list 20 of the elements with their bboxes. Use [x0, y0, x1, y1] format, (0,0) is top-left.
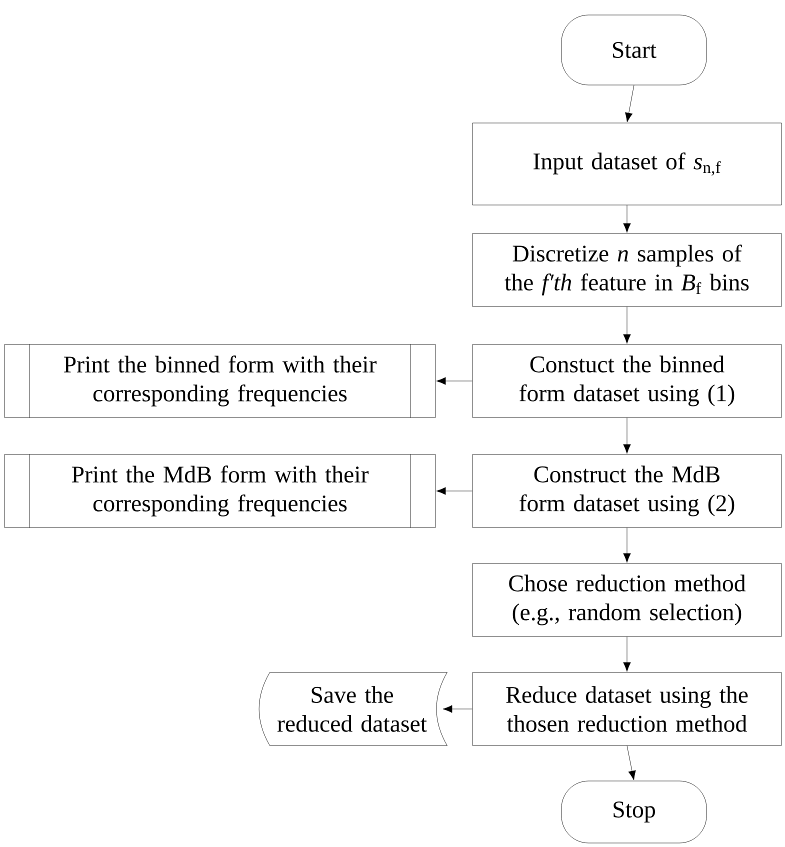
predefined-process-box: Print the MdB form with their corresponding frequencies — [4, 454, 436, 528]
arrow — [623, 528, 631, 563]
terminal-box: Stop — [561, 780, 707, 844]
process-box: Reduce dataset using the thosen reduction method — [472, 672, 782, 746]
arrow — [623, 306, 631, 344]
predefined-process-box: Print the binned form with their corresponding frequencies — [4, 344, 436, 418]
arrow — [436, 377, 472, 385]
arrow — [623, 636, 631, 672]
arrow — [623, 205, 631, 233]
process-box: Chose reduction method (e.g., random selection) — [472, 563, 782, 637]
arrow — [626, 746, 636, 780]
process-box: Input dataset of s$_{n,f}$ — [472, 122, 782, 206]
arrow — [442, 705, 472, 713]
arrow — [623, 418, 631, 454]
arrow — [625, 85, 634, 122]
arrow — [436, 487, 472, 495]
process-box: Constuct the binned form dataset using (1) — [472, 344, 782, 418]
terminal-box: Start — [561, 14, 707, 86]
process-box: Construct the MdB form dataset using (2) — [472, 454, 782, 528]
process-box: Discretize n samples of the f′th feature in B$_{f}$ bins — [472, 233, 782, 307]
